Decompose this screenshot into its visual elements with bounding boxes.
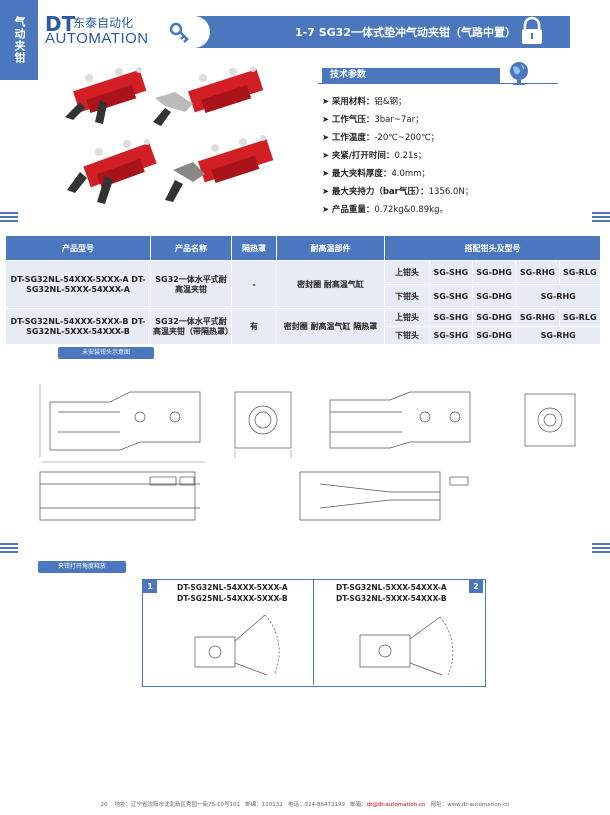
panel-model-line: DT-SG32NL-54XXX-5XXX-A	[177, 583, 288, 592]
product-images	[65, 66, 274, 204]
key-icon	[169, 22, 189, 43]
cell-jaw: SG-RHG	[515, 308, 560, 327]
logo-dt: DT	[45, 12, 76, 36]
angle-drawing-1	[194, 614, 280, 676]
cell-jaw: SG-SHG	[429, 260, 473, 285]
spec-item: ➤ 最大夹持力（bar气压）：1356.0N；	[322, 187, 474, 197]
spec-item: ➤ 工作温度：-20℃~200℃；	[322, 133, 440, 143]
page-number: 20	[100, 802, 108, 808]
angle-drawing-2	[359, 616, 454, 676]
col-header: 搭配钳头及型号	[384, 235, 601, 261]
col-header: 隔热罩	[231, 235, 277, 261]
panel-model-line: DT-SG32NL-5XXX-54XXX-B	[336, 594, 447, 603]
key-badge	[150, 16, 210, 48]
gripper-image-3	[67, 139, 157, 204]
cell-jaw: SG-RHG	[515, 260, 560, 285]
bars-decoration	[0, 543, 18, 555]
cell-parts: 密封圈 耐高温气缸	[276, 260, 385, 309]
footer-zip: 邮编：110132	[245, 802, 283, 808]
gripper-image-1	[65, 67, 147, 124]
footer-email-link[interactable]: dt@dt-automation.cn	[366, 802, 426, 808]
section-side-tab: 气动夹钳	[0, 0, 38, 80]
cell-jaw: SG-SHG	[429, 326, 473, 345]
cell-jaw-label: 上钳头	[384, 308, 430, 327]
angle-panel-divider	[313, 579, 314, 685]
cell-shield: 有	[231, 308, 277, 345]
specs-title: 技术参数	[322, 68, 500, 83]
panel-model-line: DT-SG25NL-54XXX-5XXX-B	[177, 594, 288, 603]
cell-jaw: SG-RLG	[558, 308, 602, 327]
panel-model-line: DT-SG32NL-5XXX-54XXX-A	[336, 583, 447, 592]
footer: 20 地址：辽宁省沈阳市沈北新区秀园一街75-10号101 邮编：110132 …	[0, 800, 610, 808]
gripper-image-2	[153, 66, 264, 126]
cell-jaw: SG-DHG	[471, 326, 517, 345]
cell-jaw-label: 下钳头	[384, 326, 430, 345]
col-header: 耐高温部件	[276, 235, 385, 261]
col-header: 产品名称	[150, 235, 232, 261]
cell-name: SG32一体水平式耐高温夹钳（带隔热罩）	[150, 308, 233, 345]
cell-jaw: SG-RHG	[515, 284, 601, 309]
drawing-label: 未安装钳头示意图	[58, 347, 154, 359]
cell-jaw: SG-SHG	[429, 284, 473, 309]
cell-jaw: SG-DHG	[471, 284, 517, 309]
bars-decoration	[0, 212, 18, 224]
col-header: 产品型号	[5, 235, 151, 261]
gripper-image-4	[165, 135, 274, 202]
cell-parts: 密封圈 耐高温气缸 隔热罩	[276, 308, 385, 345]
panel-number-badge: 1	[143, 580, 157, 593]
spec-item: ➤ 产品重量：0.72kg&0.89kg。	[322, 205, 448, 215]
bars-decoration	[592, 212, 610, 224]
angle-panel-box	[142, 579, 486, 687]
cell-jaw-label: 上钳头	[384, 260, 430, 285]
cell-jaw: SG-RLG	[558, 260, 602, 285]
bars-decoration	[592, 543, 610, 555]
footer-address: 地址：辽宁省沈阳市沈北新区秀园一街75-10号101	[114, 802, 240, 808]
footer-phone: 电话：024-86472199	[288, 802, 345, 808]
cell-jaw-label: 下钳头	[384, 284, 430, 309]
spec-item: ➤ 工作气压：3bar~7ar；	[322, 115, 424, 125]
product-table: 产品型号 产品名称 隔热罩 耐高温部件 搭配钳头及型号 DT-SG32NL-54…	[5, 235, 602, 345]
cell-jaw: SG-SHG	[429, 308, 473, 327]
header-bar: 1-7 SG32一体式垫冲气动夹钳（气路中置）	[150, 16, 570, 48]
footer-email-label: 邮箱：	[350, 802, 367, 808]
cell-jaw: SG-RHG	[515, 326, 601, 345]
footer-web: 网址：www.dt-automation.cn	[430, 802, 510, 808]
cell-models: DT-SG32NL-54XXX-5XXX-B DT-SG32NL-5XXX-54…	[5, 308, 151, 345]
specs-divider	[318, 83, 558, 84]
panel-number-badge: 2	[469, 580, 483, 593]
lock-icon	[515, 14, 549, 50]
technical-drawings	[39, 384, 576, 521]
cell-jaw: SG-DHG	[471, 308, 517, 327]
page-title: 1-7 SG32一体式垫冲气动夹钳（气路中置）	[295, 26, 516, 39]
cell-jaw: SG-DHG	[471, 260, 517, 285]
cell-shield: -	[231, 260, 277, 309]
logo-cn: 东泰自动化	[73, 16, 134, 30]
angle-label: 夹钳打开角度释放	[38, 561, 126, 573]
spec-item: ➤ 采用材料：铝&钢；	[322, 97, 407, 107]
globe-icon	[510, 62, 528, 85]
cell-name: SG32一体水平式耐高温夹钳	[150, 260, 232, 309]
spec-item: ➤ 夹紧/打开时间：0.21s；	[322, 151, 427, 161]
cell-models: DT-SG32NL-54XXX-5XXX-A DT-SG32NL-5XXX-54…	[5, 260, 151, 309]
logo-en: AUTOMATION	[45, 30, 149, 47]
spec-item: ➤ 最大夹料厚度：4.0mm；	[322, 169, 430, 179]
